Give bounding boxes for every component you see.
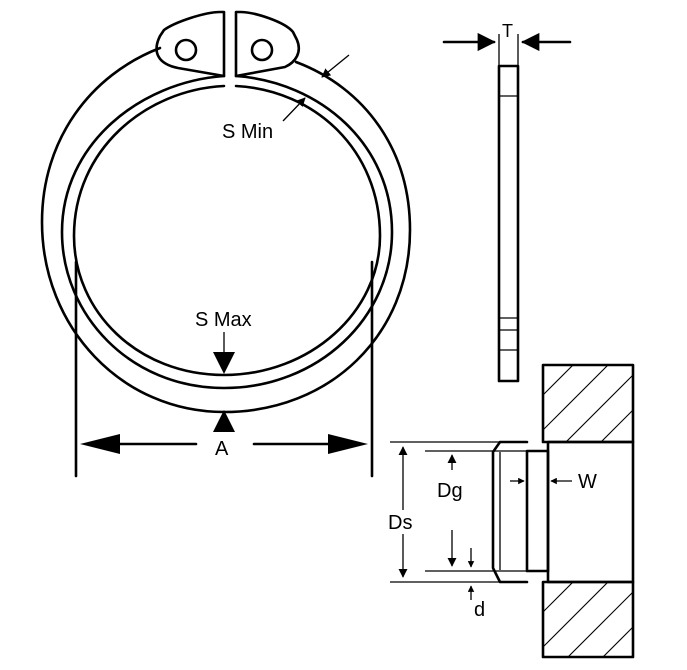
w-label: W bbox=[578, 471, 597, 493]
wall-bottom bbox=[541, 580, 635, 659]
w-dimension: W bbox=[510, 471, 597, 493]
ring-outer-edge bbox=[40, 10, 412, 414]
ring-inner-edge bbox=[72, 84, 382, 377]
d-label: d bbox=[474, 599, 485, 621]
s-max-arrow-head bbox=[213, 352, 235, 374]
d-dimension: d bbox=[467, 548, 485, 621]
s-min-annotation: S Min bbox=[222, 54, 350, 143]
side-view-body bbox=[497, 64, 520, 383]
dg-label: Dg bbox=[437, 480, 463, 502]
t-label: T bbox=[502, 21, 513, 41]
wall-top-hatching bbox=[543, 365, 633, 442]
groove bbox=[525, 449, 550, 573]
a-arrow-left bbox=[80, 434, 120, 454]
wall-bottom-hatching bbox=[543, 582, 633, 657]
ds-label-bg bbox=[386, 510, 420, 534]
t-dimension: T bbox=[442, 21, 572, 52]
shaft-groove-section bbox=[491, 363, 635, 659]
wall-top bbox=[541, 363, 635, 444]
ds-dimension: Ds bbox=[386, 441, 500, 583]
ring-side-view bbox=[497, 34, 520, 383]
shaft-end bbox=[491, 440, 529, 584]
a-dimension: A bbox=[74, 260, 374, 478]
lug-hole-right bbox=[250, 38, 274, 62]
shaft-body bbox=[546, 440, 635, 584]
s-min-label: S Min bbox=[222, 121, 273, 143]
lug-hole-left bbox=[174, 38, 198, 62]
s-min-outer-arrow bbox=[321, 54, 350, 78]
s-max-annotation: S Max bbox=[195, 309, 252, 432]
ring-middle-edge bbox=[60, 74, 394, 390]
dg-dimension: Dg bbox=[425, 450, 527, 572]
s-min-inner-arrow bbox=[282, 97, 306, 122]
s-max-label: S Max bbox=[195, 309, 252, 331]
ds-label: Ds bbox=[388, 512, 412, 534]
s-max-bottom-arrow-head bbox=[213, 410, 235, 432]
a-arrow-right bbox=[328, 434, 368, 454]
a-label: A bbox=[215, 438, 229, 460]
ring-front-view bbox=[40, 10, 412, 414]
